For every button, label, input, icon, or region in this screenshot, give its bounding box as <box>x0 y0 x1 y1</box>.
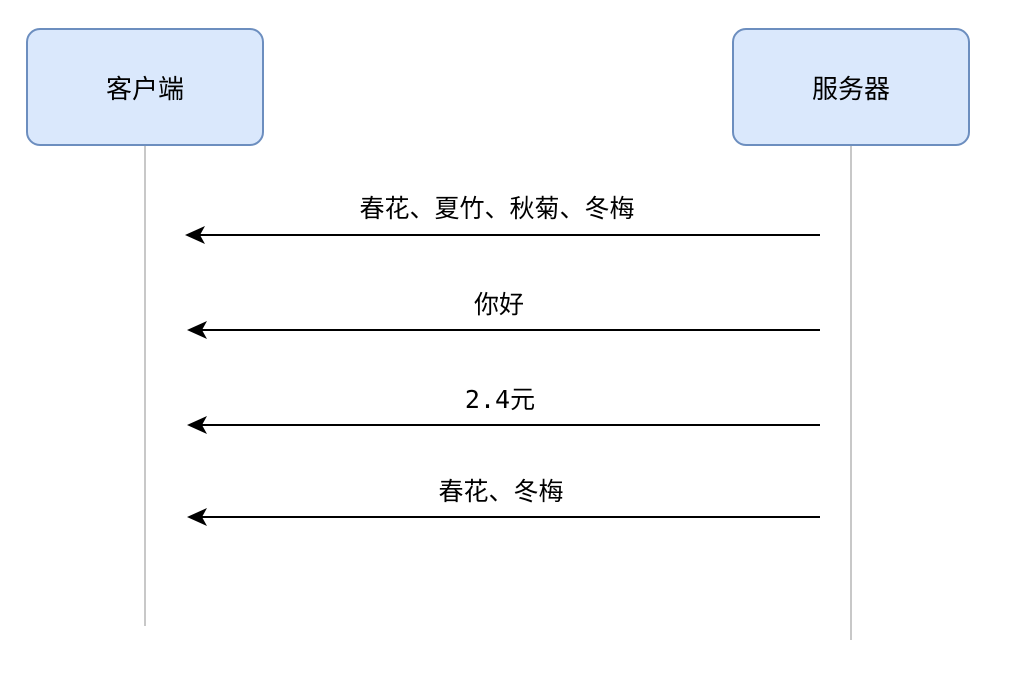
client-lifeline <box>144 146 146 626</box>
message-arrowhead-2 <box>187 321 207 339</box>
message-label-1: 春花、夏竹、秋菊、冬梅 <box>359 194 635 223</box>
client-actor-label: 客户端 <box>105 74 184 105</box>
message-arrowhead-1 <box>185 226 205 244</box>
server-actor-box: 服务器 <box>732 28 970 146</box>
message-arrowhead-3 <box>187 416 207 434</box>
server-lifeline <box>850 146 852 640</box>
message-label-4: 春花、冬梅 <box>438 477 564 506</box>
message-label-2: 你好 <box>473 290 525 319</box>
client-actor-box: 客户端 <box>26 28 264 146</box>
message-arrowhead-4 <box>187 508 207 526</box>
message-label-3: 2.4元 <box>464 385 536 414</box>
server-actor-label: 服务器 <box>811 74 890 105</box>
